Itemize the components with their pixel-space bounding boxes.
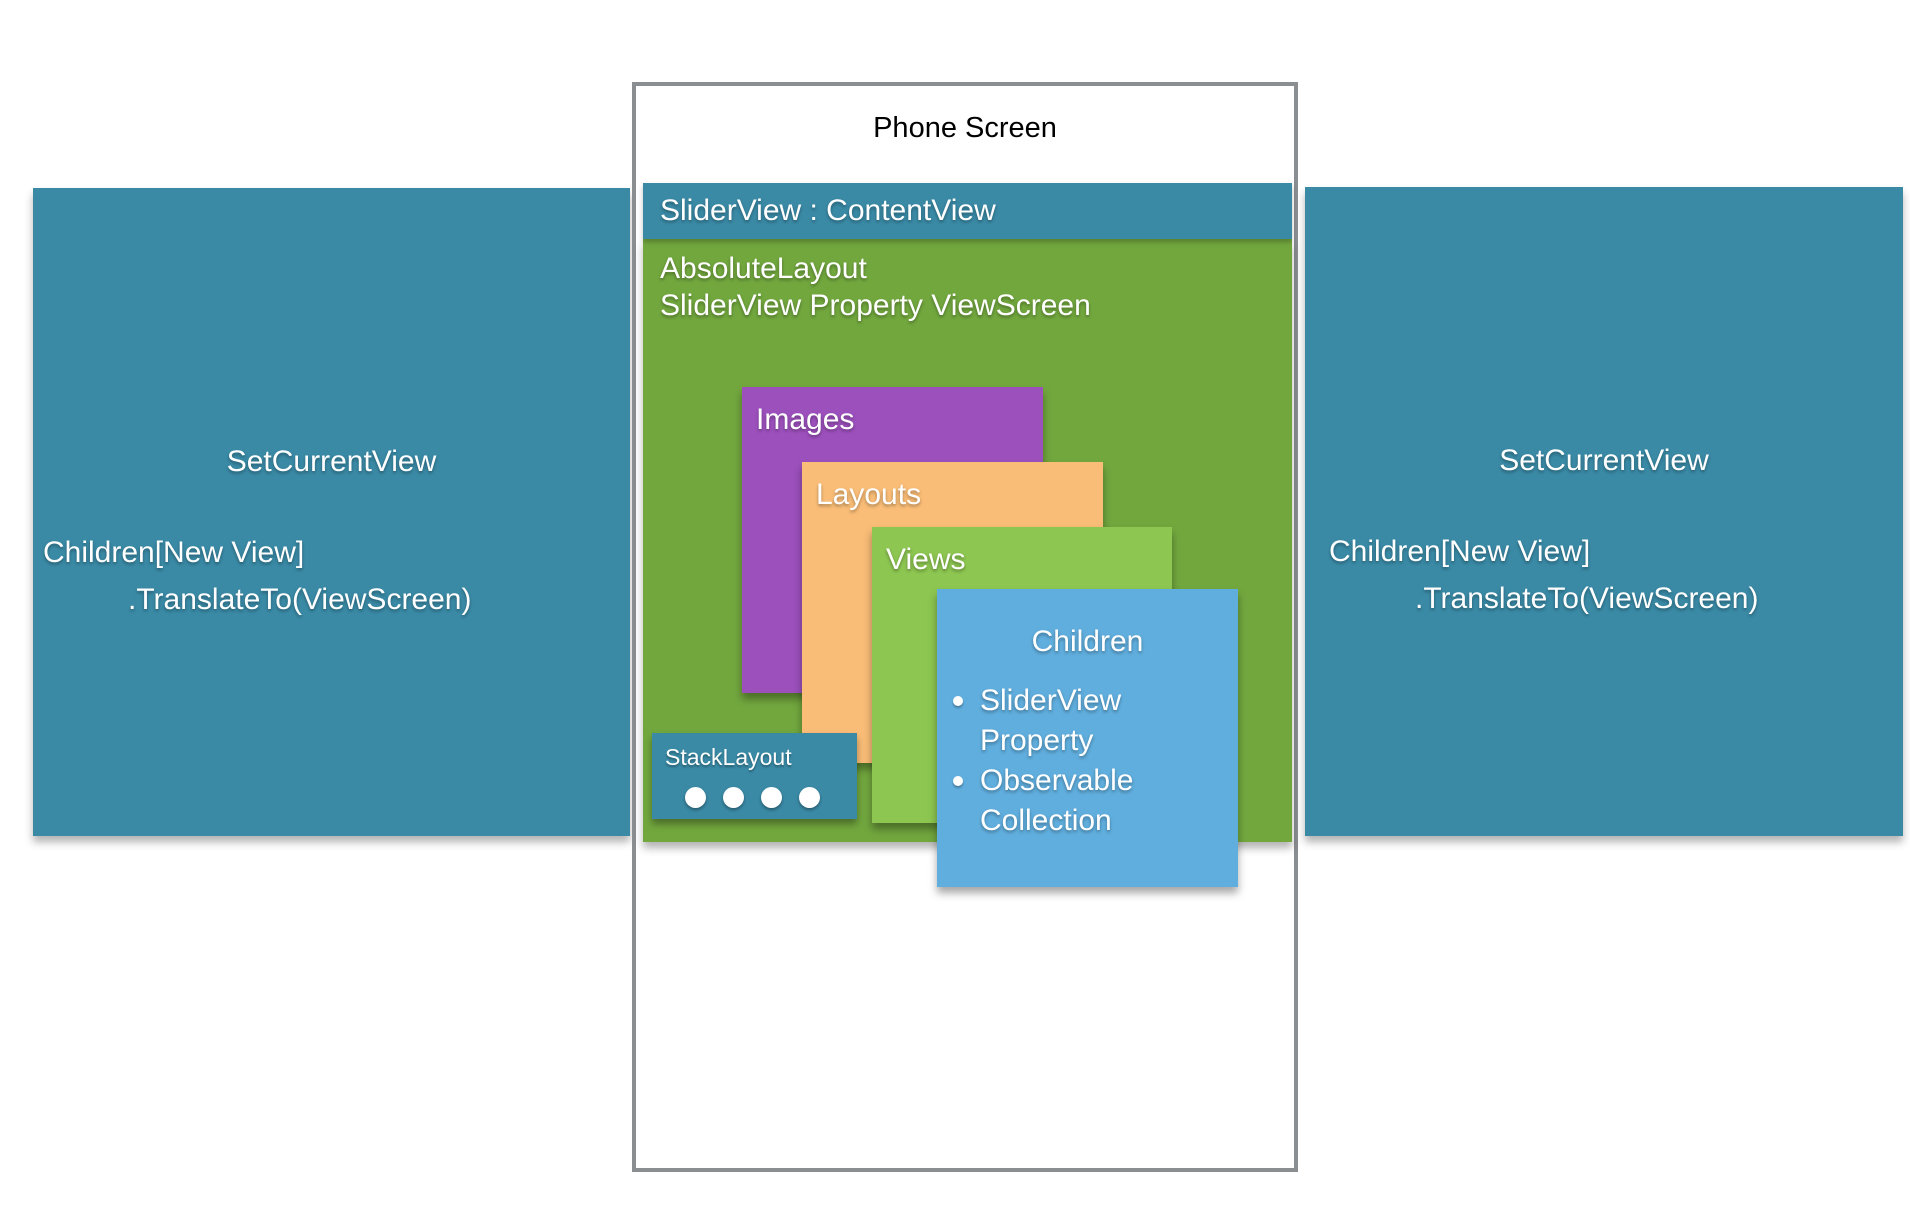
right-offscreen-view-panel: SetCurrentView Children[New View] .Trans… (1305, 187, 1903, 836)
page-indicator-dot (799, 787, 820, 808)
left-panel-code-line1: Children[New View] (43, 536, 305, 569)
left-offscreen-view-panel: SetCurrentView Children[New View] .Trans… (33, 188, 630, 836)
children-bullet-item: SliderView Property (953, 681, 1230, 761)
sliderview-contentview-header: SliderView : ContentView (643, 183, 1292, 239)
sliderview-property-label: SliderView Property ViewScreen (660, 289, 1091, 322)
layouts-box-label: Layouts (816, 478, 922, 511)
children-box-title: Children (1031, 625, 1144, 658)
page-indicator-dot (685, 787, 706, 808)
page-indicator-dots (685, 787, 820, 808)
children-bullet-list: SliderView Property Observable Collectio… (937, 681, 1238, 841)
stacklayout-box: StackLayout (652, 733, 857, 819)
children-bullet-item: Observable Collection (953, 761, 1230, 841)
children-bullet-text: Observable Collection (980, 764, 1134, 837)
stacklayout-label: StackLayout (665, 744, 792, 770)
bullet-dot-icon (953, 696, 963, 706)
page-indicator-dot (723, 787, 744, 808)
absolutelayout-label: AbsoluteLayout (660, 252, 867, 285)
right-panel-code-line2: .TranslateTo(ViewScreen) (1415, 582, 1759, 615)
bullet-dot-icon (953, 776, 963, 786)
right-panel-code-line1: Children[New View] (1329, 535, 1591, 568)
phone-screen-title: Phone Screen (873, 112, 1057, 144)
left-panel-code-line2: .TranslateTo(ViewScreen) (128, 583, 472, 616)
right-panel-title: SetCurrentView (1499, 444, 1709, 477)
left-panel-title: SetCurrentView (226, 445, 437, 478)
children-bullet-text: SliderView Property (980, 684, 1122, 757)
page-indicator-dot (761, 787, 782, 808)
views-box-label: Views (886, 543, 966, 576)
children-box: Children SliderView Property Observable … (937, 589, 1238, 887)
images-box-label: Images (756, 403, 855, 436)
